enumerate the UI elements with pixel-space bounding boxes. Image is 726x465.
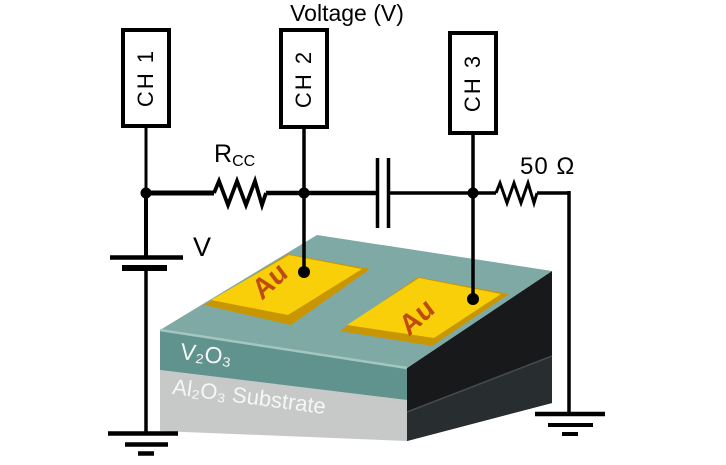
channel-label-ch1: CH 1 (133, 48, 158, 108)
electrode-right (340, 277, 509, 346)
side-shadow-lower-face (407, 356, 552, 441)
electrode-left-top (211, 255, 362, 315)
channel-box-ch2: CH 2 (279, 28, 329, 129)
channel-label-ch3: CH 3 (460, 53, 485, 113)
channel-label-ch2: CH 2 (291, 49, 316, 108)
contact-dot-right-electrode (467, 293, 479, 305)
junction-dot-ch3 (467, 187, 479, 199)
contact-dot-left-electrode (298, 266, 310, 278)
front-top-edge-highlight (159, 328, 408, 370)
electrode-left (204, 254, 370, 325)
substrate-front-face (160, 370, 407, 441)
battery-symbol (110, 255, 183, 271)
electrode-right-top (347, 278, 501, 338)
junction-dot-ch1 (140, 187, 152, 199)
junction-dots (140, 187, 479, 305)
channel-box-ch3: CH 3 (448, 31, 498, 135)
junction-dot-ch2 (298, 187, 310, 199)
ground-symbol-left (108, 431, 178, 456)
series-resistor-label: 50 Ω (520, 153, 576, 180)
coupling-resistor-subscript: CC (232, 153, 256, 170)
series-resistor-symbol (494, 178, 539, 209)
film-top-face (160, 235, 552, 368)
side-layer-divider (406, 355, 553, 413)
coupling-resistor-label: RCC (214, 142, 255, 170)
channel-box-ch1: CH 1 (121, 28, 171, 128)
film-front-face (160, 330, 407, 400)
device-3d (159, 235, 553, 441)
voltage-source-label: V (193, 232, 212, 262)
coupling-resistor-symbol (212, 174, 268, 212)
coupling-resistor-symbol-text: R (214, 140, 233, 168)
ground-symbol-right (535, 411, 605, 436)
capacitor-symbol (375, 158, 391, 228)
voltage-axis-title: Voltage (V) (290, 0, 404, 26)
film-layer-label: V₂O₃ (179, 338, 234, 371)
